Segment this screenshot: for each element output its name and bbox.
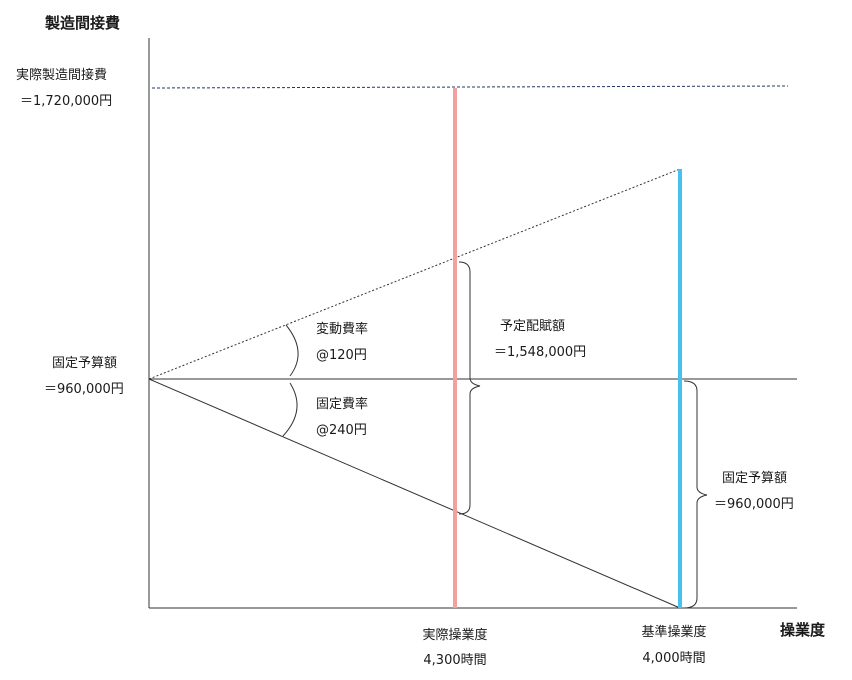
fixed-rate-value: @240円 <box>316 423 367 438</box>
fixed-budget-brace <box>683 380 708 609</box>
actual-activity-value: 4,300時間 <box>423 653 487 668</box>
applied-brace <box>458 261 481 515</box>
variable-rate-label: 変動費率 <box>316 322 369 337</box>
standard-activity-label: 基準操業度 <box>641 625 707 640</box>
standard-activity-value: 4,000時間 <box>642 651 706 666</box>
fixed-budget-right-label: 固定予算額 <box>722 471 788 486</box>
variable-rate-value: @120円 <box>316 348 367 363</box>
x-axis-title: 操業度 <box>780 621 826 639</box>
variable-rate-arc <box>285 324 299 377</box>
actual-overhead-label: 実際製造間接費 <box>16 68 108 83</box>
fixed-rate-label: 固定費率 <box>316 397 369 412</box>
fixed-budget-left-value: ＝960,000円 <box>44 382 124 397</box>
fixed-rate-arc <box>282 382 298 437</box>
fixed-budget-right-value: ＝960,000円 <box>714 497 794 512</box>
actual-activity-label: 実際操業度 <box>422 628 488 643</box>
applied-label: 予定配賦額 <box>500 319 566 334</box>
fixed-budget-left-label: 固定予算額 <box>52 356 118 371</box>
applied-value: ＝1,548,000円 <box>494 345 587 360</box>
actual-overhead-dashed-line <box>151 85 789 89</box>
y-axis-title: 製造間接費 <box>45 14 121 32</box>
actual-overhead-value: ＝1,720,000円 <box>20 94 113 109</box>
variable-cost-line <box>148 168 681 380</box>
fixed-rate-line <box>148 378 681 609</box>
